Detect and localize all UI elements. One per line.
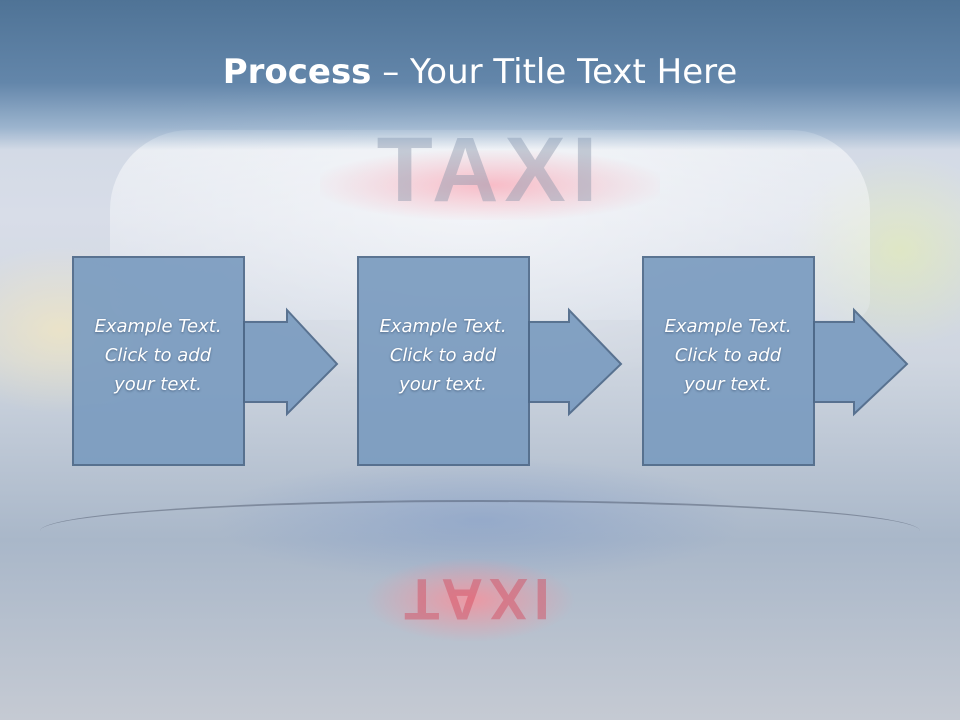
step-line: Click to add [674, 345, 782, 366]
step-text[interactable]: Example Text. Click to add your text. [357, 312, 529, 399]
title-bold: Process [222, 52, 372, 92]
step-line: your text. [399, 374, 487, 395]
car-roof-outline [40, 500, 920, 562]
step-line: Example Text. [664, 316, 792, 337]
process-step-3[interactable]: Example Text. Click to add your text. [642, 256, 942, 466]
step-line: Click to add [104, 345, 212, 366]
process-step-1[interactable]: Example Text. Click to add your text. [72, 256, 372, 466]
step-text[interactable]: Example Text. Click to add your text. [72, 312, 244, 399]
slide-title[interactable]: Process – Your Title Text Here [0, 52, 960, 92]
taxi-sign-reflection: TAXI [404, 566, 556, 631]
step-arrow-shape [642, 256, 909, 466]
step-line: Example Text. [94, 316, 222, 337]
step-line: your text. [684, 374, 772, 395]
process-step-2[interactable]: Example Text. Click to add your text. [357, 256, 657, 466]
step-text[interactable]: Example Text. Click to add your text. [642, 312, 814, 399]
step-line: your text. [114, 374, 202, 395]
step-arrow-shape [72, 256, 339, 466]
step-line: Click to add [389, 345, 497, 366]
step-arrow-shape [357, 256, 623, 466]
step-line: Example Text. [379, 316, 507, 337]
title-rest: – Your Title Text Here [371, 52, 738, 92]
taxi-sign-glow [320, 150, 660, 220]
title-bar [0, 0, 960, 150]
